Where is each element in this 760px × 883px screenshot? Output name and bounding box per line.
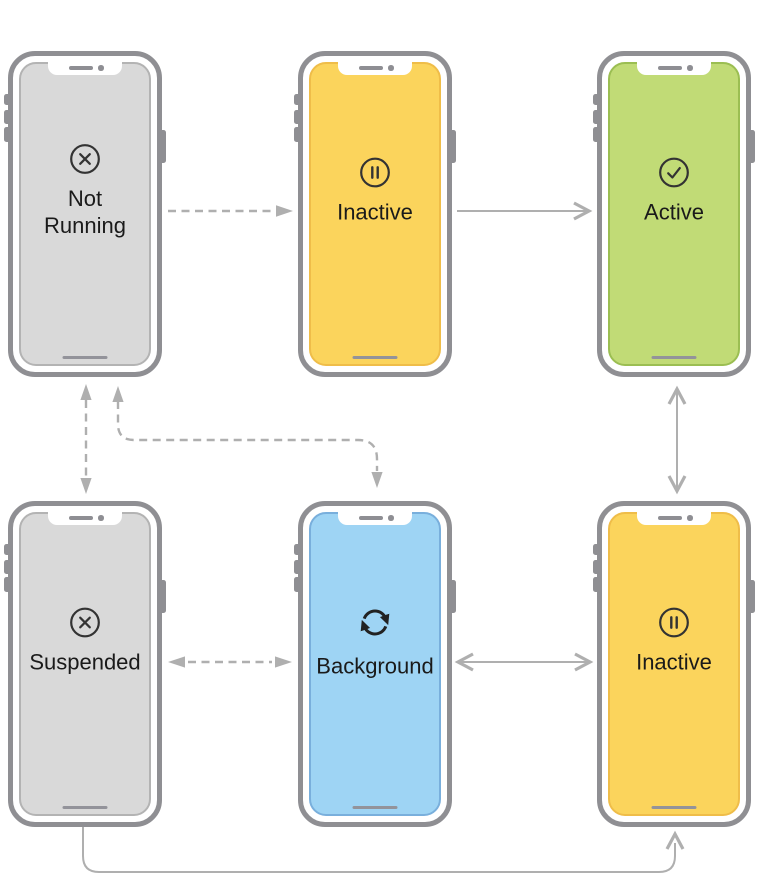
arrow-not-running-suspended <box>80 384 92 494</box>
state-content: Background <box>311 603 439 680</box>
home-indicator <box>62 356 108 359</box>
phone-screen: Not Running <box>19 62 151 366</box>
mute-switch-button <box>4 544 9 555</box>
camera-icon <box>388 515 394 521</box>
home-indicator <box>352 356 398 359</box>
phone-screen: Suspended <box>19 512 151 816</box>
camera-icon <box>98 515 104 521</box>
state-label: Inactive <box>636 649 712 675</box>
phone-screen: Background <box>309 512 441 816</box>
camera-icon <box>388 65 394 71</box>
state-phone-suspended: Suspended <box>4 501 166 827</box>
notch <box>48 511 122 525</box>
power-button <box>451 130 456 163</box>
state-content: Inactive <box>311 157 439 226</box>
power-button <box>161 130 166 163</box>
phone-screen: Inactive <box>309 62 441 366</box>
state-label: Suspended <box>29 649 141 675</box>
x-circle-icon <box>70 144 100 174</box>
arrow-inactive-to-active <box>457 201 593 221</box>
volume-down-button <box>4 577 9 592</box>
phone-screen: Active <box>608 62 740 366</box>
volume-down-button <box>4 127 9 142</box>
power-button <box>161 580 166 613</box>
arrow-active-inactive <box>667 385 687 495</box>
state-phone-background: Background <box>294 501 456 827</box>
camera-icon <box>687 65 693 71</box>
volume-up-button <box>294 560 299 574</box>
speaker-icon <box>69 516 93 520</box>
home-indicator <box>62 806 108 809</box>
x-circle-icon <box>70 607 100 638</box>
speaker-icon <box>69 66 93 70</box>
volume-up-button <box>4 110 9 124</box>
state-label: Inactive <box>337 199 413 225</box>
power-button <box>750 130 755 163</box>
state-label: Not Running <box>44 186 126 238</box>
camera-icon <box>687 515 693 521</box>
state-content: Inactive <box>610 607 738 676</box>
arrow-background-inactive <box>454 652 594 672</box>
pause-circle-icon <box>659 607 689 638</box>
power-button <box>750 580 755 613</box>
mute-switch-button <box>294 94 299 105</box>
phone-screen: Inactive <box>608 512 740 816</box>
volume-up-button <box>593 110 598 124</box>
sync-icon <box>360 609 390 636</box>
volume-down-button <box>593 577 598 592</box>
arrow-not-running-background <box>112 386 383 488</box>
state-phone-active: Active <box>593 51 755 377</box>
speaker-icon <box>658 66 682 70</box>
volume-down-button <box>294 127 299 142</box>
camera-icon <box>98 65 104 71</box>
arrow-suspended-background <box>168 656 292 668</box>
volume-down-button <box>294 577 299 592</box>
speaker-icon <box>359 516 383 520</box>
mute-switch-button <box>593 544 598 555</box>
notch <box>637 61 711 75</box>
state-label: Active <box>644 199 704 225</box>
speaker-icon <box>658 516 682 520</box>
arrow-not-running-to-inactive <box>168 205 293 217</box>
home-indicator <box>651 806 697 809</box>
volume-up-button <box>294 110 299 124</box>
volume-up-button <box>4 560 9 574</box>
state-phone-inactive-top: Inactive <box>294 51 456 377</box>
home-indicator <box>651 356 697 359</box>
notch <box>48 61 122 75</box>
pause-circle-icon <box>360 157 390 188</box>
mute-switch-button <box>294 544 299 555</box>
state-phone-inactive-bottom: Inactive <box>593 501 755 827</box>
mute-switch-button <box>593 94 598 105</box>
mute-switch-button <box>4 94 9 105</box>
state-content: Not Running <box>21 143 149 239</box>
notch <box>338 61 412 75</box>
notch <box>338 511 412 525</box>
speaker-icon <box>359 66 383 70</box>
state-content: Suspended <box>21 607 149 676</box>
arrow-suspended-to-inactive-bottom <box>82 827 685 873</box>
volume-down-button <box>593 127 598 142</box>
power-button <box>451 580 456 613</box>
state-phone-not-running: Not Running <box>4 51 166 377</box>
notch <box>637 511 711 525</box>
state-label: Background <box>316 653 434 679</box>
home-indicator <box>352 806 398 809</box>
volume-up-button <box>593 560 598 574</box>
state-content: Active <box>610 157 738 226</box>
check-circle-icon <box>659 157 689 188</box>
